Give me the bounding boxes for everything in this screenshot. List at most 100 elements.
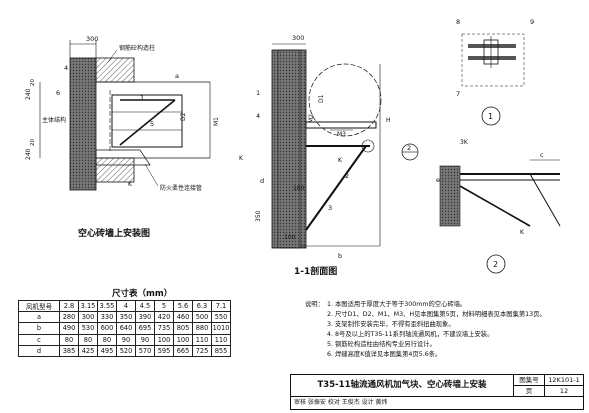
note-item: 4. 8号及以上的T35-11系列轴流通风机，不建议墙上安装。 xyxy=(327,331,494,338)
table-cell: 695 xyxy=(135,322,155,335)
model-cell: 7.1 xyxy=(211,299,231,313)
dim-100: 100 xyxy=(284,234,296,241)
callout-8-detail: 8 xyxy=(456,18,460,26)
rc-column-bottom xyxy=(95,157,135,183)
callout-6-plan: 6 xyxy=(56,89,60,97)
dim-20-b: 20 xyxy=(30,139,36,146)
hollow-brick-wall xyxy=(69,57,97,191)
table-cell: 420 xyxy=(154,311,174,324)
col-label: 钢筋砼构造柱 xyxy=(119,44,155,52)
table-cell: 100 xyxy=(154,333,174,346)
d1-label: D1 xyxy=(318,94,325,103)
d2-plan: D2 xyxy=(180,112,187,121)
dim-300-section: 300 xyxy=(292,34,304,42)
atlas-number: 12K101-1 xyxy=(545,375,583,386)
table-cell: 80 xyxy=(78,333,98,346)
dim-240-b: 240 xyxy=(25,148,32,160)
section-wall xyxy=(271,49,307,249)
dim-350: 350 xyxy=(255,210,262,222)
table-cell: 425 xyxy=(78,344,98,357)
m1-plan: M1 xyxy=(213,117,220,126)
detail-2: c e 3K K 2 xyxy=(436,139,561,274)
table-cell: 855 xyxy=(211,344,231,357)
model-cell: 4 xyxy=(116,299,136,313)
row-name: a xyxy=(18,311,60,324)
note-item: 6. 焊缝高度K值详见本图集第4页5.6条。 xyxy=(327,351,442,358)
model-cell: 3.15 xyxy=(78,299,98,313)
table-cell: 100 xyxy=(173,333,193,346)
dim-b: b xyxy=(338,252,342,260)
page-label: 页 xyxy=(514,386,545,397)
table-cell: 80 xyxy=(59,333,79,346)
detail-2-number: 2 xyxy=(493,260,498,269)
page-number: 12 xyxy=(545,386,583,397)
detail-circle-1-marker xyxy=(361,139,375,153)
note-item: 1. 本图适用于厚度大于等于300mm的空心砖墙。 xyxy=(327,301,467,308)
note-item: 3. 支架制作安装完毕，不得有歪斜扭曲现象。 xyxy=(327,321,455,328)
callout-4-section: 4 xyxy=(256,112,260,120)
dim-a-plan: a xyxy=(175,72,179,80)
struct-label: 主体结构 xyxy=(42,116,66,124)
note-item: 2. 尺寸D1、D2、M1、M3、H见本图集第5页，材料明细表见本图集第13页。 xyxy=(327,311,546,318)
table-cell: 110 xyxy=(192,333,212,346)
callout-1-section: 1 xyxy=(256,89,260,97)
model-cell: 3.55 xyxy=(97,299,117,313)
table-cell: 1010 xyxy=(211,322,231,335)
section-view: 300 M3 D1 M2 H 180 100 350 d b 1 4 3 2 K… xyxy=(239,34,419,277)
table-row: a 280 300 330 350 390 420 460 500 550 xyxy=(18,311,231,324)
plan-view: 300 240 20 240 20 主体结构 钢筋砼构造柱 防火柔性连接管 4 … xyxy=(25,35,220,239)
section-callout-num: 2 xyxy=(407,144,411,152)
drawing-title: T35-11轴流通风机加气块、空心砖墙上安装 xyxy=(291,375,514,397)
detail-2-marker xyxy=(486,254,506,274)
h-dim-label: H xyxy=(386,117,391,124)
k-label-section-1: K xyxy=(239,155,244,162)
table-cell: 390 xyxy=(135,311,155,324)
table-cell: 385 xyxy=(59,344,79,357)
callout-7-detail: 7 xyxy=(456,90,460,98)
note-item: 5. 钢筋砼构造柱由结构专业另行设计。 xyxy=(327,341,436,348)
table-row: d 385 425 495 520 570 595 665 725 855 xyxy=(18,344,231,357)
table-cell: 570 xyxy=(135,344,155,357)
table-cell: 80 xyxy=(97,333,117,346)
table-cell: 805 xyxy=(173,322,193,335)
table-cell: 880 xyxy=(192,322,212,335)
dim-e-detail: e xyxy=(436,176,440,184)
fan-outline-section xyxy=(308,63,382,137)
table-cell: 280 xyxy=(59,311,79,324)
model-cell: 6.3 xyxy=(192,299,212,313)
rc-column-top xyxy=(95,57,135,83)
signature-row: 审核 张振安 校对 王俊杰 设计 黄炜 xyxy=(294,399,388,406)
dim-table-title: 尺寸表（mm） xyxy=(112,289,173,299)
k-label-detail: K xyxy=(520,229,525,236)
callout-5-plan: 5 xyxy=(150,120,154,128)
detail-1-marker xyxy=(481,106,501,126)
table-cell: 495 xyxy=(97,344,117,357)
m2-label: M2 xyxy=(308,114,315,123)
callout-4-plan: 4 xyxy=(64,64,68,72)
table-cell: 665 xyxy=(173,344,193,357)
dim-table-header: 风机型号 xyxy=(18,299,60,313)
table-row: b 490 530 600 640 695 735 805 880 1010 xyxy=(18,322,231,335)
atlas-label: 图集号 xyxy=(514,375,545,386)
table-cell: 90 xyxy=(116,333,136,346)
model-cell: 2.8 xyxy=(59,299,79,313)
table-cell: 110 xyxy=(211,333,231,346)
table-cell: 735 xyxy=(154,322,174,335)
table-cell: 460 xyxy=(173,311,193,324)
row-name: d xyxy=(18,344,60,357)
fan-body-plan xyxy=(111,94,183,148)
dim-240-a: 240 xyxy=(25,88,32,100)
callout-2-section: 2 xyxy=(345,172,349,180)
dim-20-a: 20 xyxy=(30,79,36,86)
table-cell: 90 xyxy=(135,333,155,346)
table-cell: 350 xyxy=(116,311,136,324)
title-block: T35-11轴流通风机加气块、空心砖墙上安装 图集号 12K101-1 页 12… xyxy=(290,374,584,410)
callout-9-detail: 9 xyxy=(530,18,534,26)
dim-table: 风机型号 2.8 3.15 3.55 4 4.5 5 5.6 6.3 7.1 a… xyxy=(18,299,231,357)
model-cell: 5.6 xyxy=(173,299,193,313)
k-label-plan: K xyxy=(128,181,133,188)
callout-1-plan: 1 xyxy=(140,94,144,102)
table-cell: 640 xyxy=(116,322,136,335)
table-row: c 80 80 80 90 90 100 100 110 110 xyxy=(18,333,231,346)
m3-label: M3 xyxy=(337,131,346,138)
